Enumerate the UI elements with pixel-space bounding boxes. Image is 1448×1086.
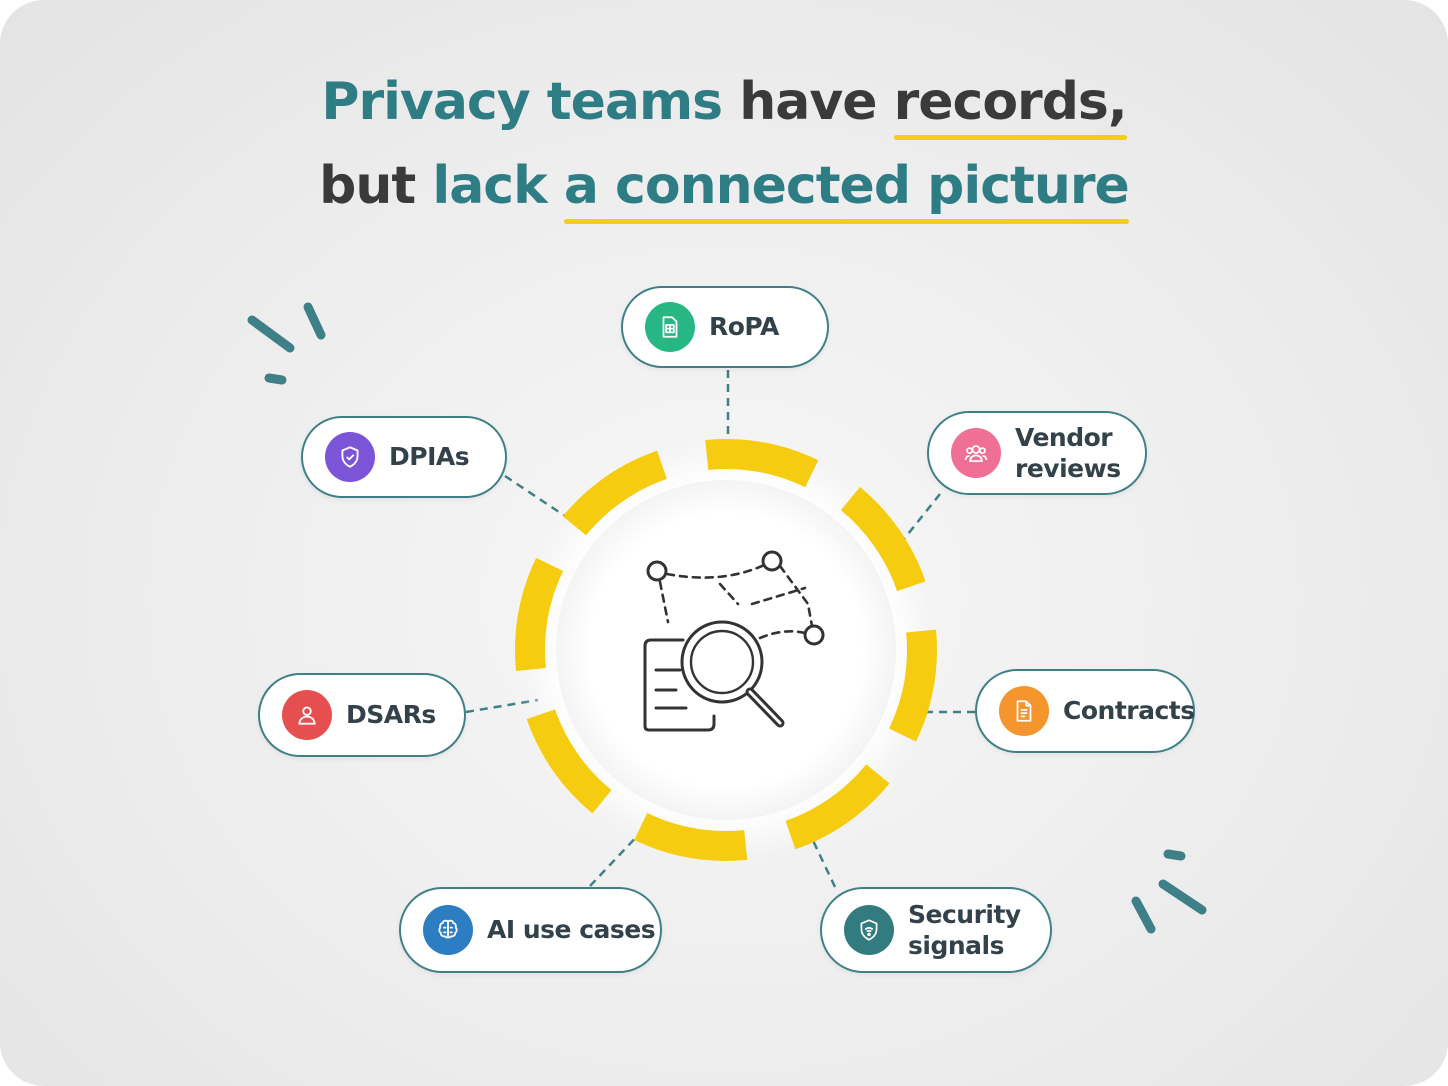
node-label-line-2: signals (908, 931, 1004, 960)
headline-underlined-text: a connected picture (563, 156, 1130, 224)
brain-chip-icon (423, 905, 473, 955)
shield-check-icon (325, 432, 375, 482)
headline-teal-text: Privacy teams (321, 72, 723, 132)
node-label: AI use cases (487, 915, 656, 945)
sparkle-bottom-right-icon (1131, 849, 1207, 934)
magnifier-connected-data-icon (643, 550, 825, 732)
sparkle-top-left-icon (247, 302, 326, 385)
node-label: DPIAs (389, 442, 470, 472)
people-group-icon (951, 428, 1001, 478)
node-label-line-2: reviews (1015, 454, 1121, 483)
node-label: RoPA (709, 312, 779, 342)
person-icon (282, 690, 332, 740)
headline-dark-text: but (319, 156, 416, 216)
node-label: Contracts (1063, 696, 1195, 726)
headline-teal-text: lack (432, 156, 547, 216)
node-label-line-1: Security (908, 899, 1021, 929)
node-ropa: RoPA (621, 286, 829, 368)
node-ai-use-cases: AI use cases (399, 887, 662, 973)
headline-line-1: Privacy teams have records, (0, 72, 1448, 140)
node-dsars: DSARs (258, 673, 466, 757)
headline-underlined-text: records, (893, 72, 1128, 140)
headline-line-2: but lack a connected picture (0, 156, 1448, 224)
document-spreadsheet-icon (645, 302, 695, 352)
shield-wifi-icon (844, 905, 894, 955)
headline-dark-text: have (739, 72, 877, 132)
node-label-line-1: Vendor (1015, 422, 1113, 452)
node-dpias: DPIAs (301, 416, 507, 498)
node-label: DSARs (346, 700, 436, 730)
node-contracts: Contracts (975, 669, 1195, 753)
yellow-ring (515, 439, 937, 861)
connector-lines (465, 370, 975, 888)
document-icon (999, 686, 1049, 736)
